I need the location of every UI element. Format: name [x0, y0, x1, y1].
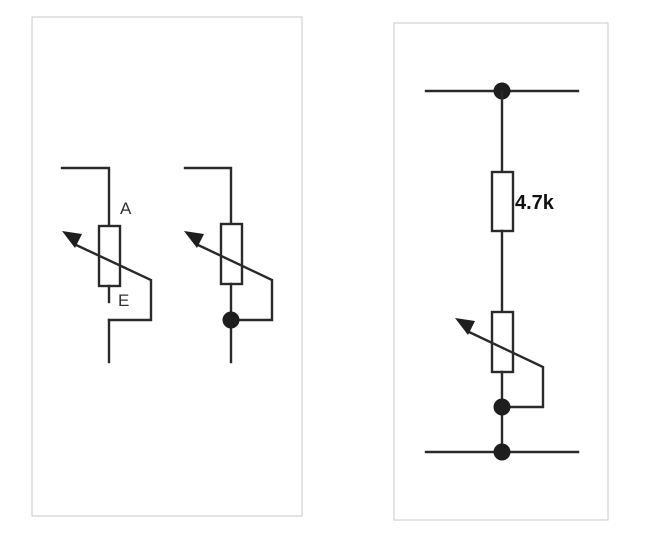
- right-panel: 4.7k: [393, 22, 609, 521]
- wiper-junction-dot: [493, 398, 511, 416]
- pot1-wiper-arrow-icon: [62, 231, 82, 248]
- resistor-value-label: 4.7k: [515, 192, 555, 214]
- pot1-wiper-link: [72, 242, 153, 322]
- potentiometer-with-junction: [183, 166, 274, 364]
- variable-resistor-wiper-link: [465, 329, 545, 409]
- pot2-lead-top: [183, 166, 233, 226]
- variable-resistor-body: [490, 310, 515, 374]
- pot1-terminal-a-label: A: [120, 199, 132, 218]
- pot2-junction-dot: [222, 311, 240, 329]
- pot2-resistor-body: [219, 222, 244, 286]
- potentiometer-labelled: A E: [60, 166, 153, 364]
- pot1-lead-top: [60, 166, 111, 228]
- pot2-wiper-link: [194, 242, 274, 322]
- variable-resistor-arrow-icon: [455, 318, 475, 335]
- fixed-resistor-body: [490, 170, 515, 233]
- bottom-rail-junction-dot: [493, 443, 511, 461]
- left-panel-frame: [31, 16, 303, 517]
- pot2-wiper-arrow-icon: [184, 231, 204, 248]
- pot1-terminal-e-label: E: [118, 291, 129, 310]
- left-panel: A E: [31, 16, 303, 517]
